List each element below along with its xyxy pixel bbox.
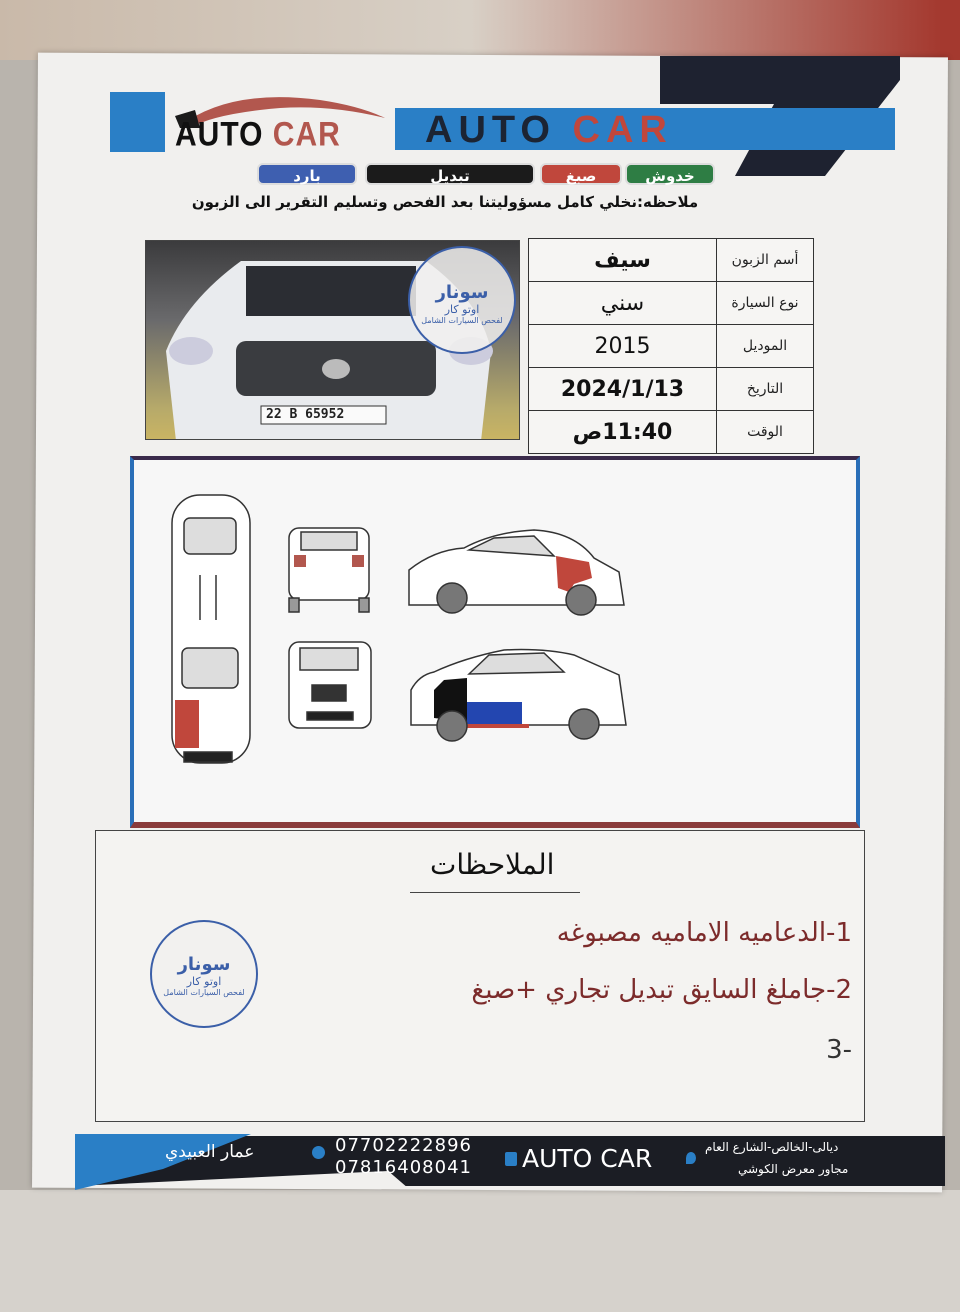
car-side-view-right [408,529,625,616]
footer-brand: AUTO CAR [522,1144,653,1173]
legend-cold: بارد [257,163,357,185]
damage-diagram [130,456,860,828]
header-blue-block [110,92,165,152]
location-icon [686,1152,696,1164]
phone-icon [312,1146,325,1159]
label-date: التاريخ [716,367,814,411]
value-model: 2015 [528,324,717,368]
logo-text: AUTO CAR [175,115,341,154]
label-car-type: نوع السيارة [716,281,814,325]
header-brand-text: AUTO CAR [425,109,673,151]
side-left-paint-strip [467,724,529,728]
car-side-view-left [410,648,627,742]
label-customer-name: أسم الزبون [716,238,814,282]
footer-address-2: مجاور معرض الكوشي [738,1162,849,1176]
car-diagram-svg [171,494,627,764]
background [0,0,960,60]
value-customer-name: سيف [528,238,717,282]
legend-replaced: تبديل [365,163,535,185]
label-model: الموديل [716,324,814,368]
disclaimer-note: ملاحظه:نخلي كامل مسؤوليتنا بعد الفحص وتس… [191,193,699,211]
facebook-icon [505,1152,517,1166]
footer-phone-1: 07702222896 [335,1135,472,1156]
legend-scratches: خدوش [625,163,715,185]
notes-stamp: سونار اوتو كار لفحص السيارات الشامل [150,920,258,1028]
side-right-paint-patch [556,556,592,592]
note-item-2: 2-جاملغ السايق تبديل تجاري +صبغ [471,975,852,1005]
car-logo-icon [175,97,385,128]
car-rear-view [288,527,370,613]
notes-title-underline [410,892,580,893]
top-paint-patch [175,700,199,748]
note-item-3: -3 [826,1035,852,1065]
footer-address-1: ديالى-الخالص-الشارع العام [705,1140,839,1154]
note-item-1: 1-الدعاميه الاماميه مصبوغه [556,918,852,948]
footer-phone-2: 07816408041 [335,1157,472,1178]
value-date: 2024/1/13 [528,367,717,411]
value-car-type: سني [528,281,717,325]
legend-paint: صبغ [540,163,622,185]
value-time: 11:40ص [528,410,717,454]
side-left-replaced-patch [434,678,467,722]
label-time: الوقت [716,410,814,454]
inspection-stamp: سونار اوتو كار لفحص السيارات الشامل [408,246,516,354]
car-front-view [288,641,372,729]
footer-owner-name: عمار العبيدي [165,1142,255,1162]
license-plate: 22 B 65952 [266,407,345,422]
notes-title: الملاحظات [430,848,555,881]
header-blue-band [395,108,895,150]
background-lower [0,1190,960,1312]
car-top-view [171,494,251,764]
side-left-cold-patch [467,702,522,724]
